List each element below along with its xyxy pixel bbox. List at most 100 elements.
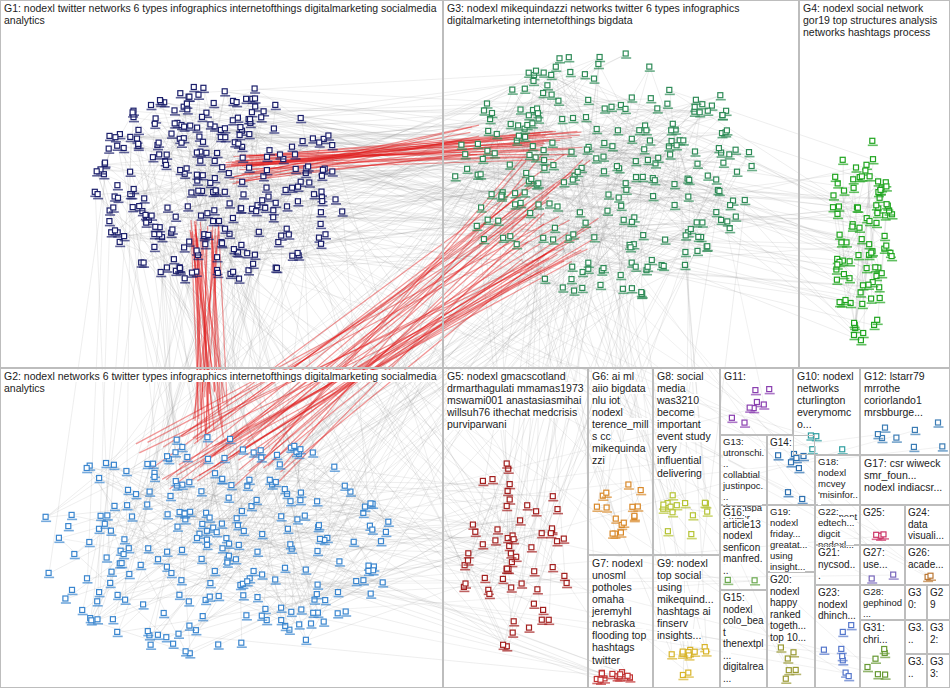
vertex-icon	[560, 285, 565, 290]
vertex-icon	[208, 122, 213, 127]
vertex-label-bar	[645, 144, 655, 146]
vertex-icon	[182, 245, 187, 250]
edge-line	[834, 196, 879, 268]
vertex-icon	[545, 83, 550, 88]
vertex-label-bar	[298, 145, 308, 147]
edge-line	[522, 512, 537, 584]
vertex-icon	[199, 213, 204, 218]
vertex-label-bar	[457, 148, 467, 150]
vertex-icon	[265, 154, 270, 159]
vertex-label-bar	[244, 274, 254, 276]
vertex-icon	[203, 242, 208, 247]
edge-line	[190, 176, 575, 242]
vertex-label-bar	[691, 155, 701, 157]
edge-line	[558, 160, 648, 509]
vertex-label-bar	[201, 248, 211, 250]
vertex-icon	[592, 76, 597, 81]
vertex-icon	[235, 115, 240, 120]
vertex-icon	[571, 232, 576, 237]
vertex-label-bar	[187, 196, 197, 198]
vertex-label-bar	[269, 221, 279, 223]
vertex-label-bar	[681, 256, 691, 258]
edge-line	[134, 190, 259, 233]
vertex-icon	[195, 125, 200, 130]
vertex-label-bar	[317, 248, 327, 250]
edge-line	[263, 259, 522, 468]
vertex-label-bar	[534, 187, 544, 189]
edge-line	[188, 131, 640, 207]
vertex-label-bar	[640, 153, 650, 155]
vertex-label-bar	[549, 243, 559, 245]
vertex-label-bar	[731, 220, 741, 222]
edge-line	[239, 224, 544, 470]
edge-line	[364, 513, 512, 554]
vertex-icon	[115, 183, 120, 188]
vertex-icon	[212, 208, 217, 213]
vertex-label-bar	[548, 146, 558, 148]
vertex-icon	[113, 228, 118, 233]
vertex-label-bar	[194, 98, 204, 100]
vertex-icon	[137, 204, 142, 209]
edge-line	[180, 54, 626, 269]
vertex-label-bar	[451, 180, 461, 182]
vertex-label-bar	[685, 184, 695, 186]
edge-line	[722, 216, 886, 221]
vertex-label-bar	[649, 200, 659, 202]
vertex-label-bar	[473, 148, 483, 150]
edge-line	[571, 73, 877, 224]
vertex-icon	[688, 227, 693, 232]
vertex-icon	[152, 121, 157, 126]
vertex-label-bar	[613, 134, 623, 136]
vertex-icon	[649, 258, 654, 263]
vertex-icon	[170, 227, 175, 232]
vertex-icon	[718, 93, 723, 98]
edge-line	[607, 220, 624, 508]
vertex-icon	[135, 136, 140, 141]
vertex-label-bar	[578, 292, 588, 294]
vertex-icon	[271, 126, 276, 131]
vertex-label-bar	[180, 282, 190, 284]
vertex-icon	[551, 237, 556, 242]
vertex-icon	[189, 190, 194, 195]
edge-line	[91, 171, 268, 619]
vertex-icon	[103, 160, 108, 165]
vertex-label-bar	[111, 234, 121, 236]
vertex-icon	[273, 102, 278, 107]
vertex-icon	[709, 103, 714, 108]
vertex-icon	[194, 248, 199, 253]
vertex-label-bar	[154, 146, 164, 148]
vertex-icon	[271, 208, 276, 213]
edge-line	[75, 58, 600, 555]
vertex-label-bar	[569, 122, 579, 124]
vertex-label-bar	[211, 194, 221, 196]
vertex-icon	[597, 55, 602, 60]
edge-line	[343, 212, 838, 265]
vertex-icon	[200, 173, 205, 178]
vertex-icon	[696, 234, 701, 239]
vertex-label-bar	[324, 139, 334, 141]
vertex-label-bar	[192, 254, 202, 256]
vertex-icon	[570, 177, 575, 182]
vertex-icon	[527, 152, 532, 157]
vertex-label-bar	[128, 116, 138, 118]
edge-line	[485, 111, 642, 491]
vertex-icon	[230, 216, 235, 221]
vertex-label-bar	[168, 233, 178, 235]
edge-line	[182, 81, 534, 125]
vertex-icon	[486, 128, 491, 133]
vertex-icon	[231, 247, 236, 252]
vertex-label-bar	[206, 128, 216, 130]
vertex-label-bar	[499, 242, 509, 244]
vertex-icon	[245, 251, 250, 256]
vertex-icon	[655, 106, 660, 111]
vertex-icon	[158, 98, 163, 103]
vertex-label-bar	[486, 123, 496, 125]
vertex-label-bar	[476, 178, 486, 180]
vertex-label-bar	[716, 99, 726, 101]
vertex-icon	[721, 160, 726, 165]
edge-line	[190, 500, 510, 654]
vertex-label-bar	[592, 133, 602, 135]
vertex-label-bar	[283, 210, 293, 212]
edge-line	[276, 206, 877, 268]
